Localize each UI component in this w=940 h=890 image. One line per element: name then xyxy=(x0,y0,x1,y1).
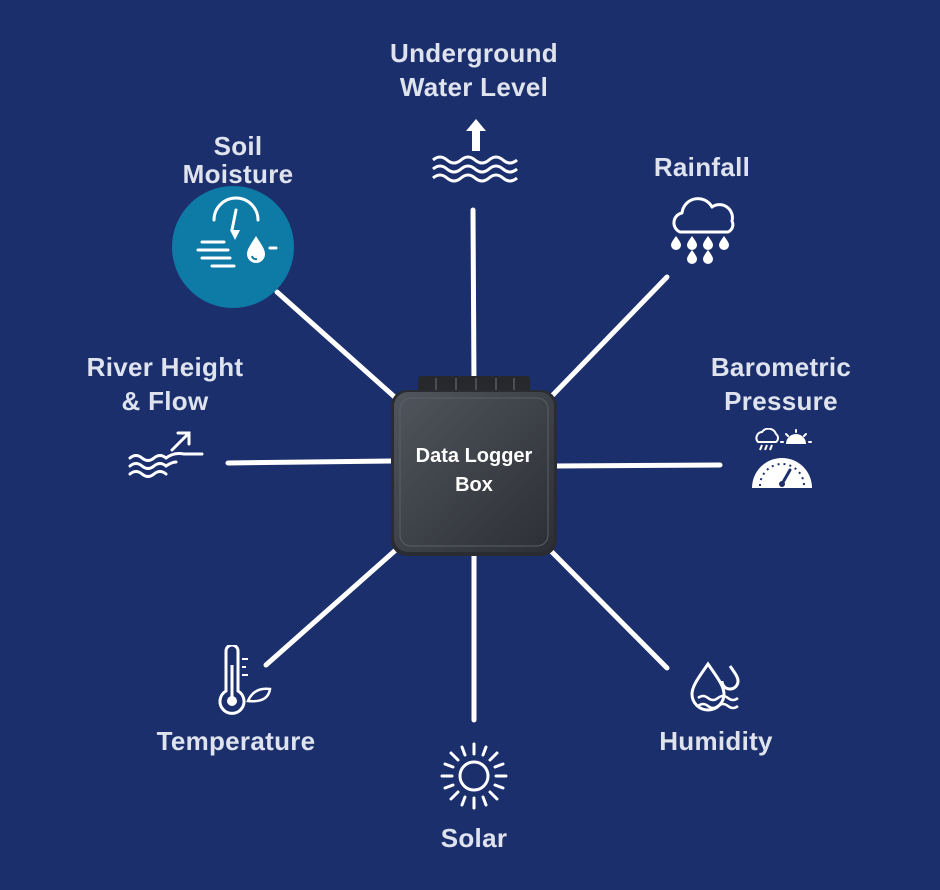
label-rainfall-line1: Rainfall xyxy=(653,152,751,182)
label-underground-line1: Underground xyxy=(390,38,558,68)
label-temperature: Temperature xyxy=(136,724,336,758)
river-flow-icon xyxy=(128,431,204,478)
label-soil-line2: Moisture xyxy=(182,159,294,189)
label-river-line2: & Flow xyxy=(121,386,209,416)
label-river-line1: River Height xyxy=(86,352,244,382)
connector-rainfall xyxy=(545,274,670,403)
label-soil-line1: Soil xyxy=(213,131,263,161)
data-logger-label-line2: Box xyxy=(455,474,493,496)
label-humidity: Humidity xyxy=(636,724,796,758)
label-underground-line2: Water Level xyxy=(399,72,549,102)
rain-cloud-icon xyxy=(671,197,735,264)
label-temperature-line1: Temperature xyxy=(156,726,316,756)
label-humidity-line1: Humidity xyxy=(659,726,773,756)
connector-underground xyxy=(470,207,477,388)
label-barometric-line1: Barometric xyxy=(710,352,852,382)
barometer-gauge-icon xyxy=(752,428,812,488)
label-solar: Solar xyxy=(394,821,554,855)
data-logger-box-icon xyxy=(391,376,557,556)
connector-soil xyxy=(274,289,401,403)
connector-barometric xyxy=(550,462,723,469)
thermometer-leaf-icon xyxy=(218,645,272,715)
data-logger-label-line1: Data Logger xyxy=(415,445,533,467)
label-solar-line1: Solar xyxy=(440,823,508,853)
label-underground-water-level: Underground Water Level xyxy=(354,36,594,104)
water-drops-icon xyxy=(690,661,740,712)
connector-river xyxy=(225,458,395,466)
label-rainfall: Rainfall xyxy=(622,150,782,184)
label-barometric-line2: Pressure xyxy=(724,386,838,416)
label-river-height-flow: River Height & Flow xyxy=(70,350,260,418)
connector-humidity xyxy=(545,545,670,671)
connector-temperature xyxy=(263,545,401,668)
sun-icon xyxy=(440,742,508,810)
label-soil-moisture: Soil Moisture xyxy=(158,132,318,188)
water-level-up-arrow-icon xyxy=(432,119,518,183)
soil-moisture-gauge-icon xyxy=(172,186,294,308)
data-logger-label: Data Logger Box xyxy=(394,442,554,500)
label-barometric-pressure: Barometric Pressure xyxy=(686,350,876,418)
